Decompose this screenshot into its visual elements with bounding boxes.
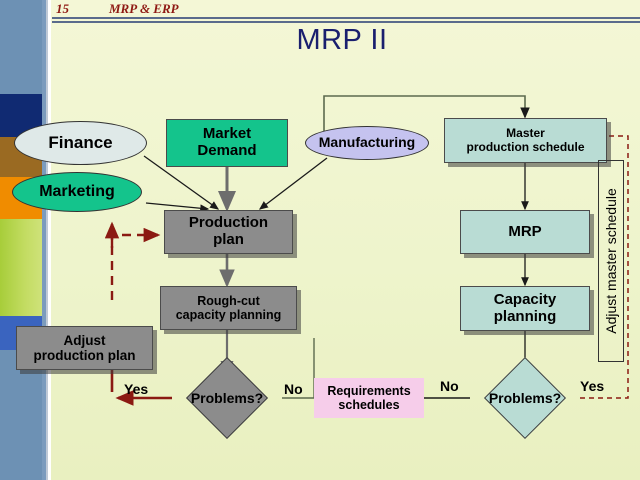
edge-label-no-left: No [284, 381, 303, 397]
node-master-production-schedule[interactable]: Master production schedule [444, 118, 607, 163]
node-market-demand[interactable]: Market Demand [166, 119, 288, 167]
node-requirements-line2: schedules [338, 398, 400, 412]
node-mps-line1: Master [506, 126, 545, 141]
node-rough-cut-capacity-planning[interactable]: Rough-cut capacity planning [160, 286, 297, 330]
edge-label-yes-right: Yes [580, 378, 605, 394]
node-capacity-line2: planning [493, 307, 557, 325]
node-requirements-line1: Requirements [327, 384, 411, 398]
section-label: MRP & ERP [109, 1, 179, 16]
header-rule-bottom [52, 21, 640, 23]
node-capacity-planning[interactable]: Capacity planning [460, 286, 590, 331]
label-adjust-master-schedule-text: Adjust master schedule [603, 188, 619, 334]
decision-problems-left[interactable]: Problems? [174, 356, 280, 440]
edge-label-yes-left: Yes [124, 381, 149, 397]
node-rough-cut-line2: capacity planning [175, 308, 282, 322]
page-title: MRP II [296, 24, 388, 56]
node-production-plan[interactable]: Production plan [164, 210, 293, 254]
node-capacity-line1: Capacity [493, 290, 557, 308]
node-manufacturing[interactable]: Manufacturing [305, 126, 429, 160]
node-mrp[interactable]: MRP [460, 210, 590, 254]
edge-label-no-right: No [440, 378, 459, 394]
header-rule-top [52, 17, 640, 19]
slide-sheet: 15 MRP & ERP MRP II [12, 0, 640, 480]
node-production-plan-line1: Production [188, 214, 269, 232]
node-finance-label: Finance [48, 133, 113, 153]
node-requirements-schedules[interactable]: Requirements schedules [314, 378, 424, 418]
sidebar-band-lime [0, 219, 42, 316]
label-adjust-master-schedule: Adjust master schedule [598, 160, 624, 362]
node-adjust-plan-line1: Adjust [63, 332, 106, 348]
node-marketing-label: Marketing [39, 183, 115, 201]
node-market-demand-line2: Demand [197, 142, 257, 159]
node-market-demand-line1: Market [202, 125, 252, 143]
node-mrp-label: MRP [508, 222, 542, 240]
decision-problems-left-label: Problems? [190, 390, 264, 406]
node-adjust-plan-line2: production plan [33, 348, 136, 363]
slide-number: 15 [56, 1, 69, 16]
decision-problems-right-label: Problems? [488, 390, 562, 406]
node-manufacturing-label: Manufacturing [318, 134, 416, 151]
node-marketing[interactable]: Marketing [12, 172, 142, 212]
node-production-plan-line2: plan [213, 231, 244, 248]
node-finance[interactable]: Finance [14, 121, 147, 165]
decision-problems-right[interactable]: Problems? [472, 356, 578, 440]
node-mps-line2: production schedule [466, 139, 585, 154]
node-rough-cut-line1: Rough-cut [197, 294, 260, 308]
node-adjust-production-plan[interactable]: Adjust production plan [16, 326, 153, 370]
